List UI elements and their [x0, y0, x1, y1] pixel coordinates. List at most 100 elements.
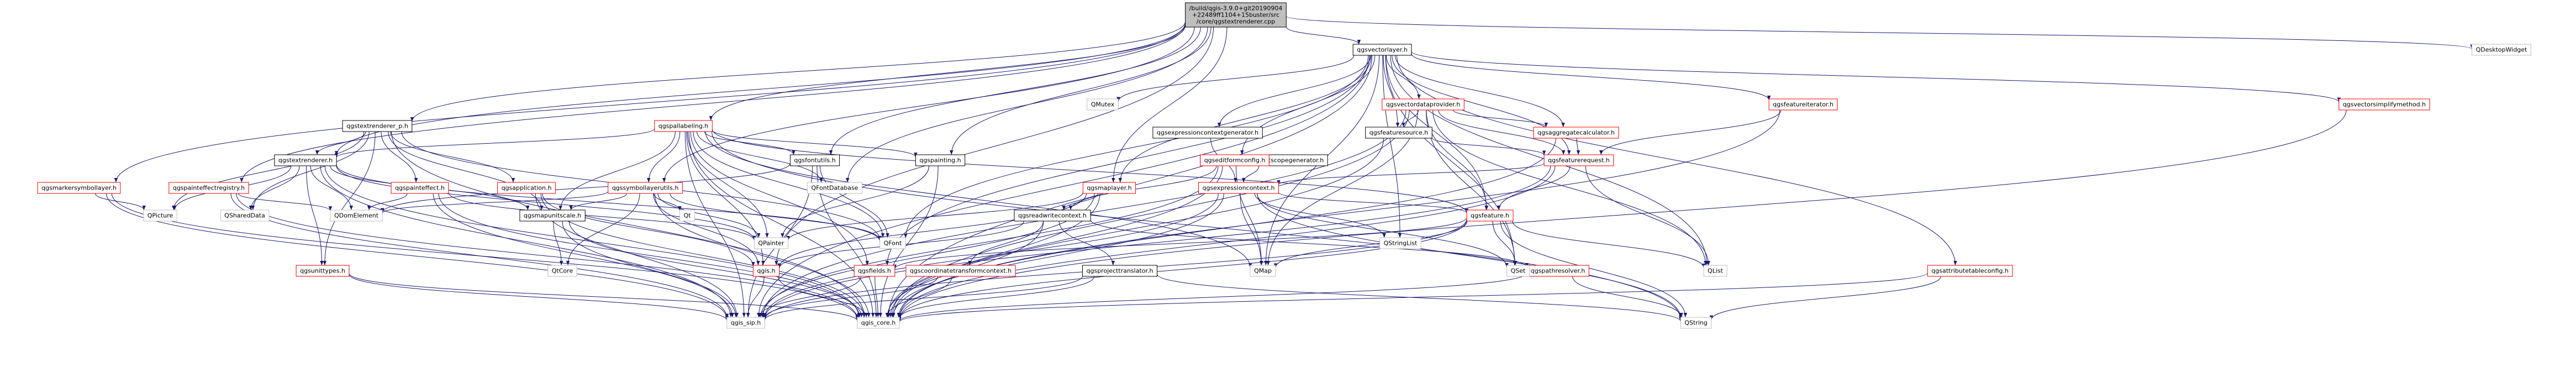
node-qgsapplication[interactable]: qgsapplication.h	[497, 182, 556, 194]
edge-qgsunittypes-to-qgis_sip	[349, 274, 729, 321]
edge-qgsvectorlayer-to-qgsexpressioncontextgenerator	[1217, 55, 1371, 128]
node-qmap: QMap	[1250, 265, 1276, 277]
edge-root-to-qgsvectorlayer	[1286, 27, 1361, 45]
edge-qgsfeaturerequest-to-qgis_core	[898, 165, 1556, 318]
node-label: qgseditformconfig.h	[1204, 157, 1266, 164]
node-box	[1382, 98, 1465, 111]
node-box	[1185, 2, 1287, 28]
node-qgsvectorlayer[interactable]: qgsvectorlayer.h	[1352, 44, 1412, 56]
edge-qgscoordinatetransformcontext-to-qgis_sip	[763, 276, 939, 318]
node-qgsvectordataprovider[interactable]: qgsvectordataprovider.h	[1382, 98, 1465, 111]
dependency-edges	[94, 16, 2474, 322]
node-qgspathresolver[interactable]: qgspathresolver.h	[1526, 265, 1589, 277]
node-qgsfontutils[interactable]: qgsfontutils.h	[789, 154, 840, 166]
node-label: qgsexpressioncontext.h	[1203, 185, 1275, 192]
node-qgsvectorsimplifymethod[interactable]: qgsvectorsimplifymethod.h	[2338, 98, 2430, 111]
node-qgsfeature[interactable]: qgsfeature.h	[1466, 209, 1514, 222]
node-box	[857, 317, 900, 329]
edge-qgsreadwritecontext-to-qgsprojecttranslator	[1058, 221, 1115, 266]
node-qgspallabeling[interactable]: qgspallabeling.h	[654, 120, 713, 132]
edge-qgssymbollayerutils-to-qcore	[566, 193, 640, 266]
edge-qgspainteffectregistry-to-qdomelement	[238, 193, 333, 211]
node-qgstextrenderer_p[interactable]: qgstextrenderer_p.h	[342, 120, 413, 132]
edge-qgsvectordataprovider-to-qgis_core	[890, 109, 1410, 318]
edge-qgspallabeling-to-qgis_sip	[684, 131, 746, 318]
node-box	[391, 182, 449, 194]
node-label: qgsfeatureiterator.h	[1773, 101, 1834, 108]
node-box	[168, 182, 249, 194]
node-qgsattributetableconfig[interactable]: qgsattributetableconfig.h	[1927, 265, 2013, 277]
node-qgspainting[interactable]: qgspainting.h	[915, 154, 966, 166]
edge-qgsexpressioncontextscopegenerator-to-qgsexpressioncontext	[1242, 165, 1260, 183]
edge-qgsfeature-to-qset	[1492, 221, 1518, 266]
edge-qgsvectordataprovider-to-qset	[1426, 109, 1517, 266]
edge-qgspainteffect-to-qpainter	[448, 192, 756, 241]
edge-qgstextrenderer-to-qgis_core	[324, 165, 861, 318]
node-qgsexpressioncontextgenerator[interactable]: qgsexpressioncontextgenerator.h	[1152, 127, 1263, 139]
edge-qgis-to-qgis_core	[778, 276, 868, 318]
node-qgsmapunitscale[interactable]: qgsmapunitscale.h	[519, 209, 586, 222]
node-qgscoordinatetransformcontext[interactable]: qgscoordinatetransformcontext.h	[905, 265, 1016, 277]
edge-qgis-to-qgis_sip	[746, 276, 765, 318]
node-label: qgscoordinatetransformcontext.h	[910, 268, 1012, 275]
node-qgspainteffectregistry[interactable]: qgspainteffectregistry.h	[168, 182, 249, 194]
edge-root-to-qgstextrenderer	[335, 23, 1186, 156]
node-qgsunittypes[interactable]: qgsunittypes.h	[296, 265, 350, 277]
node-qgssymbollayerutils[interactable]: qgssymbollayerutils.h	[608, 182, 683, 194]
node-qshareddata: QSharedData	[220, 209, 270, 222]
node-label: QMap	[1254, 268, 1272, 275]
edge-qgspainteffect-to-qgis_core	[438, 193, 862, 318]
edge-qgsexpressioncontext-to-qgis_sip	[763, 193, 1219, 318]
node-box	[1703, 265, 1727, 277]
edge-qgseditformconfig-to-qgis_sip	[760, 165, 1219, 318]
node-qgsfields[interactable]: qgsfields.h	[854, 265, 895, 277]
node-qgis[interactable]: qgis.h	[752, 265, 780, 277]
edge-qgspallabeling-to-qgsfields	[690, 131, 869, 266]
node-qgsfeaturesource[interactable]: qgsfeaturesource.h	[1365, 127, 1432, 139]
edge-qgsmapunitscale-to-qcore	[553, 221, 563, 266]
node-qgis_sip: qgis_sip.h	[726, 317, 765, 329]
node-label: qgsvectorlayer.h	[1357, 46, 1408, 54]
edge-qgsvectordataprovider-to-qgsfeaturerequest	[1438, 109, 1566, 155]
edge-qgspallabeling-to-qpainter	[687, 131, 769, 238]
node-qgseditformconfig[interactable]: qgseditformconfig.h	[1200, 154, 1269, 166]
node-root[interactable]: /build/qgis-3.9.0+git20190904+22489ff110…	[1185, 2, 1287, 28]
edge-qgscoordinatetransformcontext-to-qgis_core	[885, 276, 952, 318]
node-box	[1768, 98, 1838, 111]
node-label: qgsfontutils.h	[794, 157, 835, 164]
node-box	[1506, 265, 1530, 277]
node-qgsaggregatecalculator[interactable]: qgsaggregatecalculator.h	[1533, 127, 1619, 139]
node-label: qgsmaplayer.h	[1087, 185, 1131, 192]
node-label: qgstextrenderer_p.h	[346, 123, 408, 130]
edge-root-to-qgsmarkersymbollayer	[114, 22, 1186, 183]
edge-qgsaggregatecalculator-to-qgsfeaturerequest	[1576, 138, 1581, 155]
node-box	[807, 182, 863, 194]
node-box	[547, 265, 577, 277]
node-box	[2472, 44, 2531, 56]
edge-qgspallabeling-to-qgsmapunitscale	[559, 131, 676, 211]
node-label: QDesktopWidget	[2476, 46, 2527, 54]
edge-qgstextrenderer-to-qpainter	[336, 165, 756, 240]
node-qdomelement: QDomElement	[330, 209, 383, 222]
node-qgsmaplayer[interactable]: qgsmaplayer.h	[1082, 182, 1136, 194]
edge-qgstextrenderer_p-to-qgis_core	[391, 131, 866, 318]
edge-root-to-qdesktopwidget	[1286, 16, 2474, 49]
node-qgstextrenderer[interactable]: qgstextrenderer.h	[274, 154, 337, 166]
edge-qgsvectorlayer-to-qfont	[904, 55, 1369, 238]
edge-qgstextrenderer_p-to-qgstextrenderer	[315, 131, 366, 155]
node-qgsfeatureiterator[interactable]: qgsfeatureiterator.h	[1768, 98, 1838, 111]
node-qgsreadwritecontext[interactable]: qgsreadwritecontext.h	[1014, 209, 1091, 222]
node-box	[1250, 265, 1276, 277]
edge-qgspainteffect-to-qgis_sip	[433, 193, 734, 318]
node-label: QString	[1684, 319, 1708, 327]
node-qgsfeaturerequest[interactable]: qgsfeaturerequest.h	[1544, 154, 1614, 166]
node-qgsprojecttranslator[interactable]: qgsprojecttranslator.h	[1082, 265, 1157, 277]
node-qgsmarkersymbollayer[interactable]: qgsmarkersymbollayer.h	[37, 182, 121, 194]
node-qgspainteffect[interactable]: qgspainteffect.h	[391, 182, 449, 194]
node-box	[726, 317, 765, 329]
node-label: qgsaggregatecalculator.h	[1537, 129, 1615, 137]
node-label: qgsmarkersymbollayer.h	[41, 185, 117, 192]
edge-qgsexpressioncontext-to-qmap	[1240, 193, 1263, 266]
edge-qgstextrenderer-to-qfont	[336, 164, 882, 242]
node-qgsexpressioncontext[interactable]: qgsexpressioncontext.h	[1198, 182, 1279, 194]
